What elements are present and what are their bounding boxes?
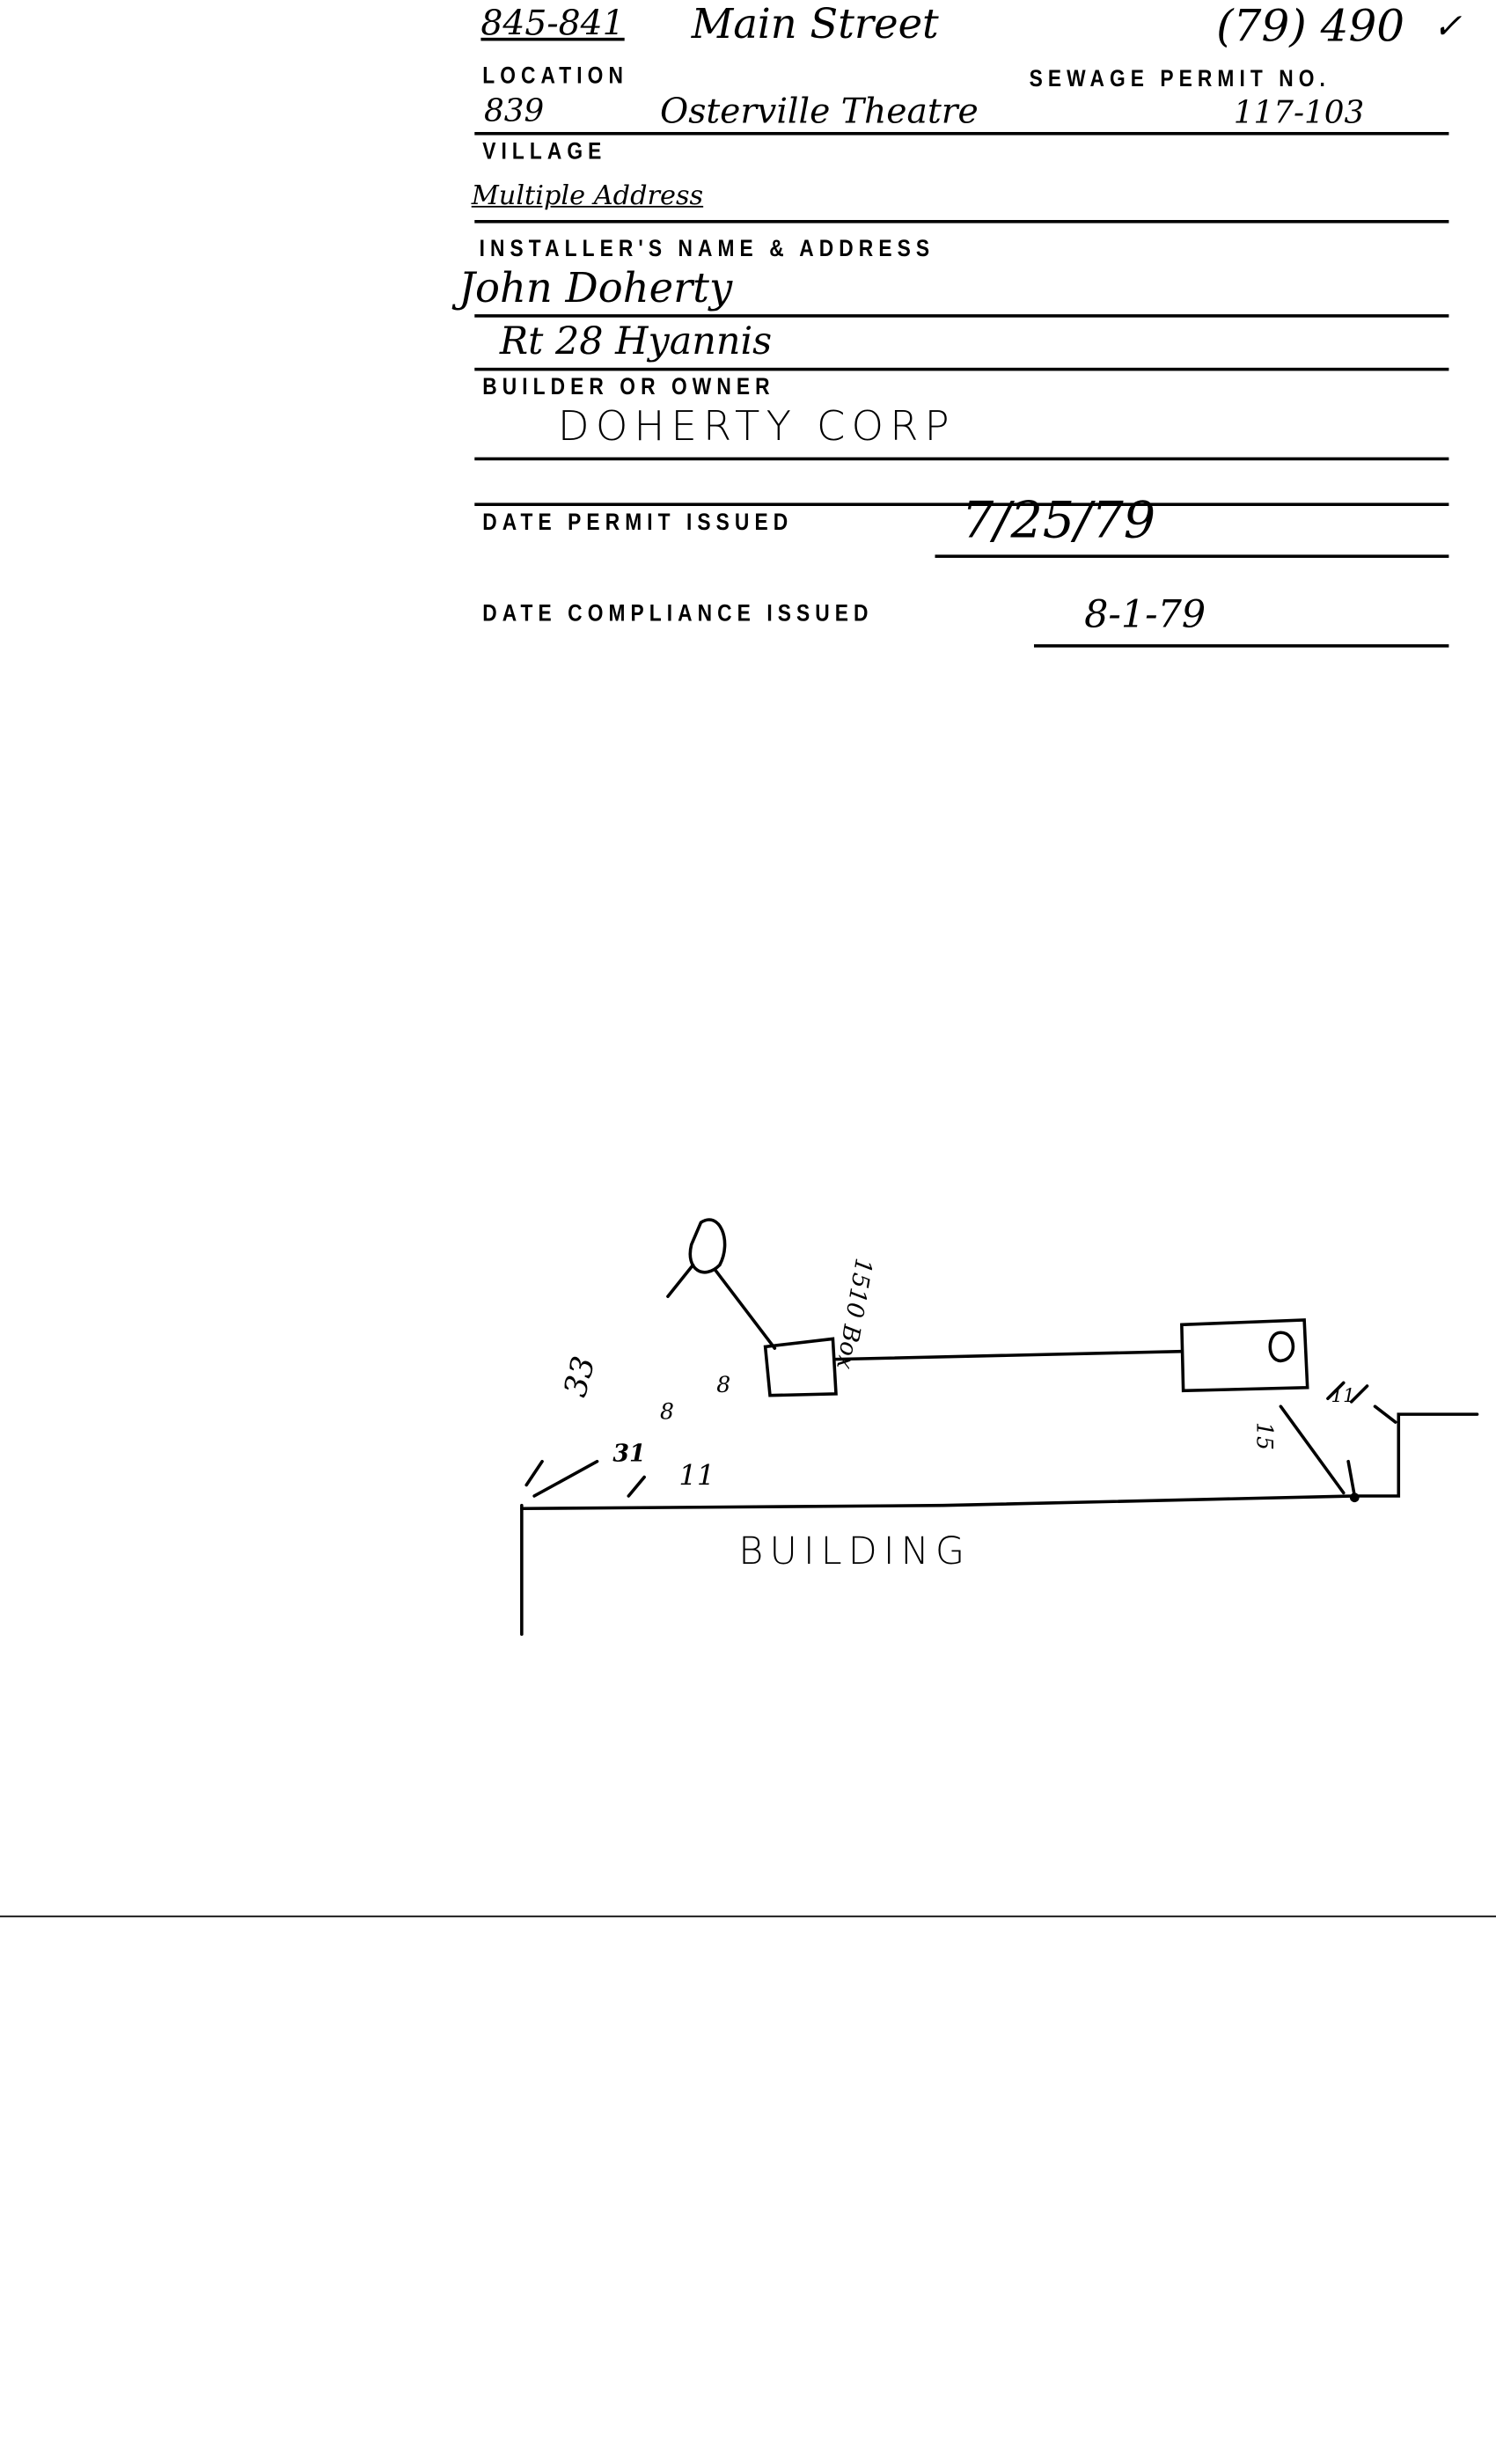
village-label: VILLAGE — [482, 138, 607, 165]
location-number: 839 — [483, 91, 545, 129]
date-compliance-value: 8-1-79 — [1084, 592, 1206, 637]
date-permit-label: DATE PERMIT ISSUED — [482, 509, 794, 536]
distance-11b: 11 — [1331, 1385, 1354, 1407]
builder-owner-label: BUILDER OR OWNER — [482, 373, 775, 401]
septic-tank — [1180, 1318, 1309, 1393]
arrow-left — [524, 1459, 646, 1498]
distance-33: 33 — [557, 1353, 602, 1401]
distance-11: 11 — [678, 1458, 715, 1492]
divider — [474, 219, 1449, 224]
building-line — [520, 1412, 1479, 1511]
installer-label: INSTALLER'S NAME & ADDRESS — [479, 235, 935, 263]
divider — [474, 314, 1449, 318]
builder-owner-value: DOHERTY CORP — [557, 403, 956, 451]
distance-8b: 8 — [716, 1372, 730, 1397]
divider — [1033, 644, 1449, 648]
divider — [935, 554, 1449, 558]
file-ref: (79) 490 — [1216, 0, 1405, 52]
distance-15: 15 — [1252, 1422, 1278, 1450]
dbox — [763, 1337, 838, 1397]
tank-cover — [1268, 1331, 1295, 1363]
divider — [474, 367, 1449, 371]
sewage-permit-label: SEWAGE PERMIT NO. — [1029, 65, 1331, 93]
installer-name: John Doherty — [458, 265, 733, 313]
installer-address: Rt 28 Hyannis — [499, 319, 773, 363]
check-mark-icon: ✓ — [1433, 7, 1463, 48]
distance-8a: 8 — [660, 1398, 674, 1424]
dbox-label: 1510 Box — [831, 1256, 877, 1371]
location-name: Osterville Theatre — [659, 92, 979, 132]
date-compliance-label: DATE COMPLIANCE ISSUED — [482, 600, 874, 627]
pipe — [834, 1349, 1184, 1361]
cleanout-dot — [1349, 1492, 1360, 1503]
distance-31: 31 — [612, 1441, 645, 1468]
divider — [474, 131, 1449, 136]
sewage-permit-number: 117-103 — [1233, 92, 1365, 131]
date-permit-value: 7/25/79 — [961, 490, 1156, 550]
arrow-right — [1279, 1404, 1357, 1498]
street-name: Main Street — [691, 1, 939, 49]
street-numbers: 845-841 — [480, 4, 625, 44]
location-label: LOCATION — [482, 62, 628, 90]
building-label: BUILDING — [738, 1529, 971, 1573]
village-value: Multiple Address — [471, 180, 704, 213]
tick-marks — [1326, 1381, 1397, 1424]
divider — [474, 457, 1449, 461]
well-circle — [688, 1218, 727, 1274]
well-line — [666, 1263, 777, 1350]
page-edge-line — [0, 1915, 1496, 1918]
divider — [474, 502, 1449, 506]
